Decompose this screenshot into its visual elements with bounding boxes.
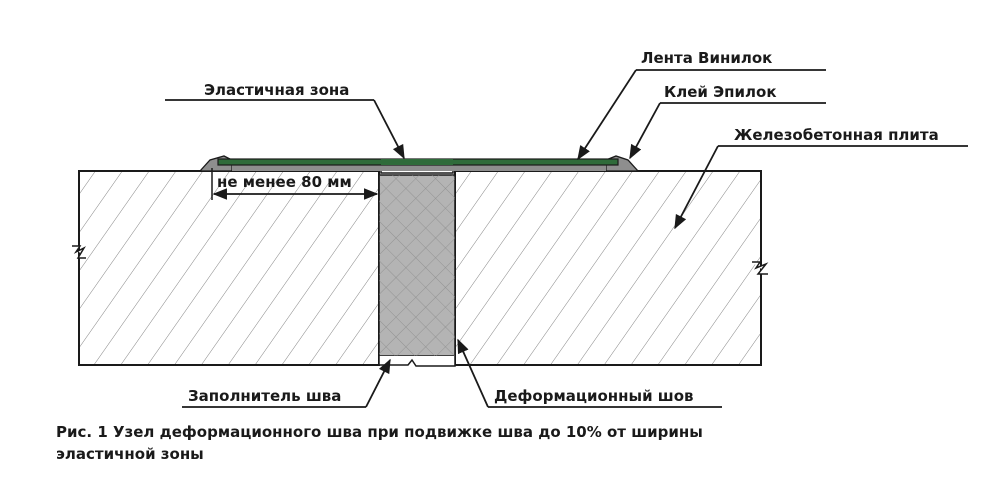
right-slab bbox=[454, 170, 769, 366]
filler-label: Заполнитель шва bbox=[188, 387, 341, 405]
min-width-dimension: не менее 80 мм bbox=[211, 168, 380, 200]
leader-filler: Заполнитель шва bbox=[182, 358, 391, 408]
glue-label: Клей Эпилок bbox=[664, 83, 777, 101]
min-width-label: не менее 80 мм bbox=[217, 173, 352, 191]
joint-filler bbox=[378, 174, 456, 367]
tape-label: Лента Винилок bbox=[641, 49, 772, 67]
caption-line-1: Рис. 1 Узел деформационного шва при подв… bbox=[56, 423, 703, 441]
leader-joint: Деформационный шов bbox=[457, 338, 722, 408]
glue-layer bbox=[232, 163, 606, 171]
left-slab bbox=[72, 170, 380, 366]
figure-caption: Рис. 1 Узел деформационного шва при подв… bbox=[56, 421, 956, 465]
joint-label: Деформационный шов bbox=[494, 387, 694, 405]
leader-elastic-zone: Эластичная зона bbox=[165, 81, 405, 160]
leader-glue: Клей Эпилок bbox=[629, 83, 826, 160]
slab-label: Железобетонная плита bbox=[734, 126, 939, 144]
leader-slab: Железобетонная плита bbox=[674, 126, 968, 230]
caption-line-2: эластичной зоны bbox=[56, 445, 204, 463]
leader-tape: Лента Винилок bbox=[577, 49, 826, 161]
elastic-zone-label: Эластичная зона bbox=[204, 81, 349, 99]
